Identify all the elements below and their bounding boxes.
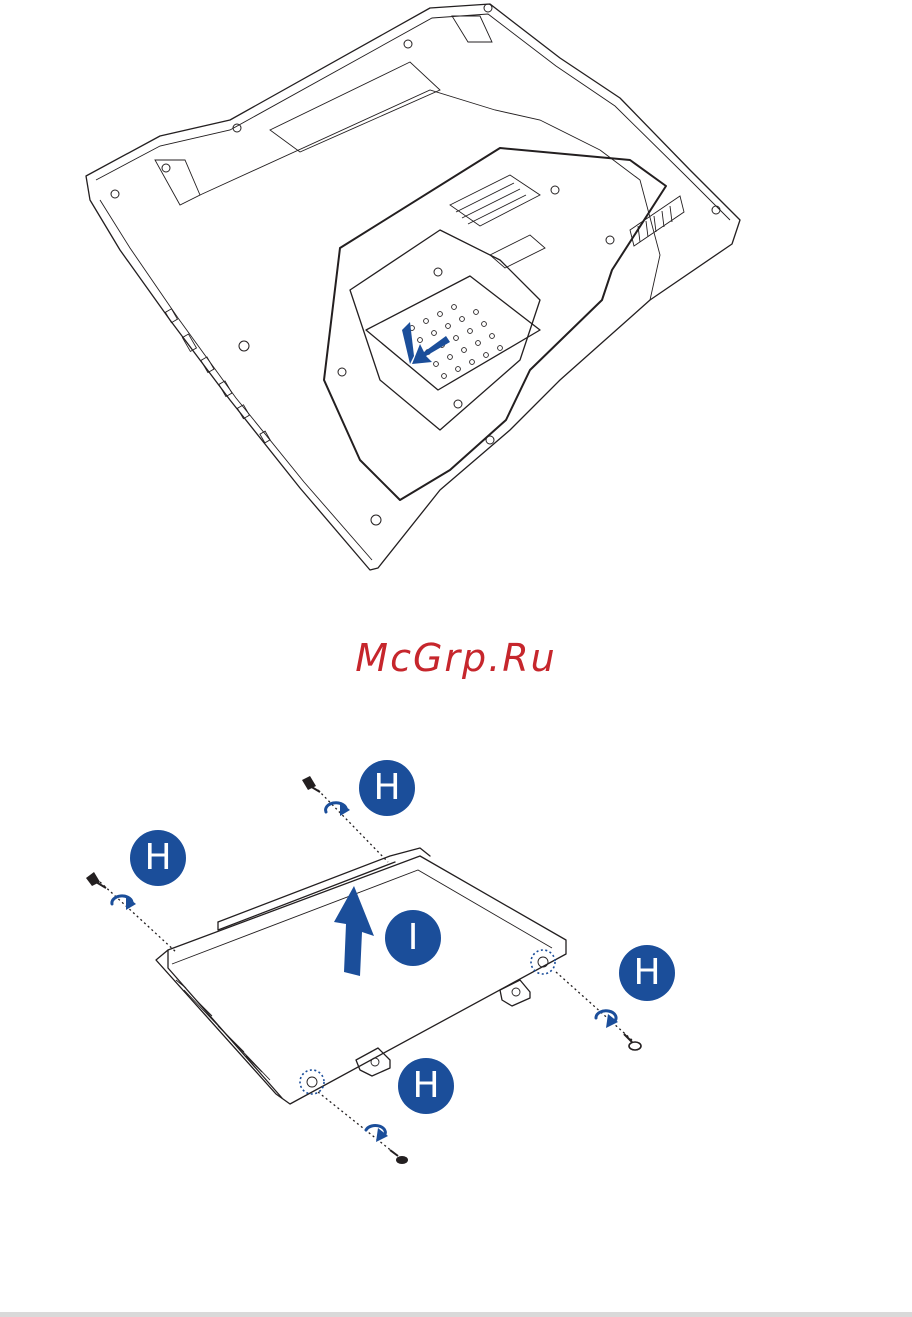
- screw-icon: [86, 872, 106, 888]
- screw-icon: [624, 1034, 641, 1050]
- callout-h-left: H: [130, 830, 186, 886]
- callout-i-center: I: [385, 910, 441, 966]
- footer-rule: [0, 1312, 912, 1317]
- callout-h-top: H: [359, 760, 415, 816]
- screw-hole-marker-icon: [300, 1070, 324, 1094]
- rotate-arrow-icon: [112, 803, 616, 1136]
- screw-icon: [390, 1150, 408, 1164]
- callout-h-right: H: [619, 945, 675, 1001]
- screw-icon: [302, 776, 320, 792]
- callout-h-bottom: H: [398, 1058, 454, 1114]
